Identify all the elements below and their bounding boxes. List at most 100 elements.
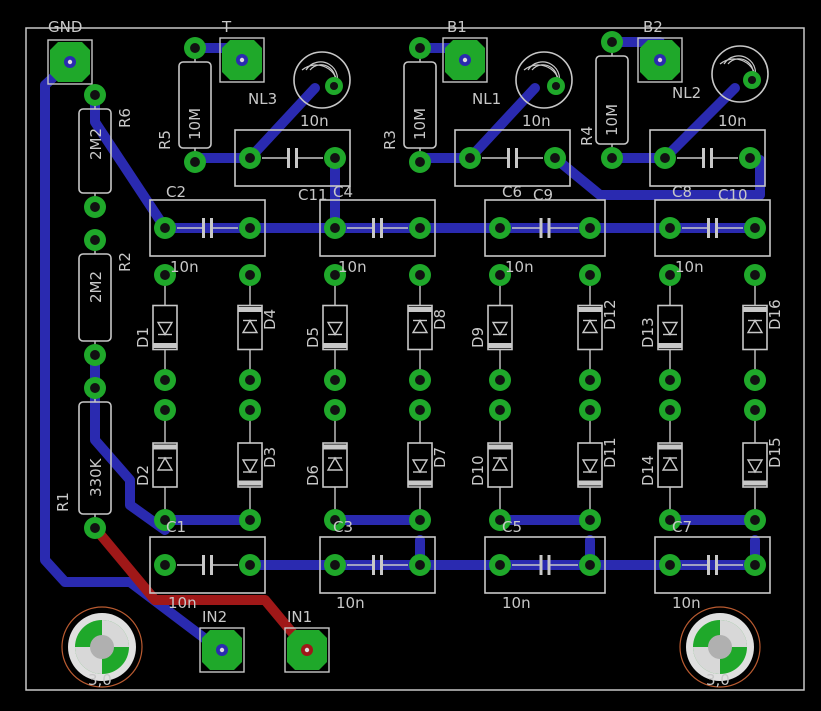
b1-pad-hole [462,57,468,63]
diode-body [152,442,178,488]
in2-pad-frame [199,627,245,673]
d1-label: D1 [134,327,152,348]
capacitor-pad-drill [745,153,755,163]
diode-pad-drill [330,270,340,280]
capacitor-pad-drill [330,153,340,163]
diode-d14 [657,399,683,531]
neon-lamp-nl1 [515,51,573,109]
c1-value: 10n [168,594,197,612]
diode-pad-drill [585,375,595,385]
r1-name: R1 [54,492,72,512]
diode-pad-drill [585,515,595,525]
d2-label: D2 [134,465,152,486]
r6-name: R6 [116,108,134,128]
diode-body [657,442,683,488]
b2-pad-frame [637,37,683,83]
board-outline [25,27,805,691]
c4-label: C4 [333,183,353,201]
c11-value: 10n [300,112,329,130]
gnd-label: GND [48,18,82,36]
resistor-r1 [78,377,112,539]
capacitor-body [649,129,766,187]
nl3-label: NL3 [248,90,277,108]
in2-label: IN2 [202,608,227,626]
resistor-pad-drill [190,43,200,53]
d14-label: D14 [639,455,657,486]
diode-pad-drill [415,515,425,525]
diode-pad-drill [750,515,760,525]
resistor-pad-drill [90,523,100,533]
c6-value: 10n [505,258,534,276]
capacitor-c7 [654,536,771,594]
lamp-pad-drill [551,81,561,91]
diode-pad-drill [750,270,760,280]
capacitor-pad-drill [495,223,505,233]
capacitor-body [484,536,606,594]
nl1-label: NL1 [472,90,501,108]
capacitor-pad-drill [665,560,675,570]
r4-name: R4 [578,126,596,146]
resistor-r5 [178,37,212,173]
r4-value: 10M [603,104,621,136]
diode-body [577,304,603,351]
d12-label: D12 [601,299,619,330]
diode-body [487,304,513,351]
d15-label: D15 [766,437,784,468]
lamp-pad-drill [329,81,339,91]
capacitor-pad-drill [465,153,475,163]
diode-pad-drill [665,515,675,525]
capacitor-pad-drill [245,223,255,233]
d16-label: D16 [766,299,784,330]
c2-label: C2 [166,183,186,201]
b1-label: B1 [447,18,467,36]
capacitor-body [149,199,266,257]
resistor-r6 [78,84,112,218]
d10-label: D10 [469,455,487,486]
hole-drill [708,635,732,659]
resistor-pad-drill [415,157,425,167]
capacitor-pad-drill [330,223,340,233]
capacitor-body [234,129,351,187]
diode-d6 [322,399,348,531]
gnd-pad-hole [67,59,73,65]
in1-pad-hole [304,647,310,653]
capacitor-c1 [149,536,266,594]
diode-body [407,304,433,351]
diode-pad-drill [415,405,425,415]
diode-pad-drill [160,270,170,280]
neon-lamp-nl2 [711,45,769,103]
resistor-pad-drill [415,43,425,53]
hole-left-label: 3,0 [88,671,112,689]
d7-label: D7 [431,447,449,468]
t-label: T [221,18,232,36]
resistor-pad-drill [607,37,617,47]
diode-body [577,442,603,488]
in1-label: IN1 [287,608,312,626]
r3-name: R3 [381,130,399,150]
diode-d10 [487,399,513,531]
c6-label: C6 [502,183,522,201]
diode-body [322,442,348,488]
diode-pad-drill [245,405,255,415]
capacitor-pad-drill [660,153,670,163]
capacitor-pad-drill [750,223,760,233]
r3-value: 10M [411,108,429,140]
diode-pad-drill [495,270,505,280]
capacitor-body [484,199,606,257]
c5-label: C5 [502,518,522,536]
d9-label: D9 [469,327,487,348]
d3-label: D3 [261,447,279,468]
b1-pad-frame [442,37,488,83]
diode-pad-drill [665,375,675,385]
mounting-hole-left [61,606,143,688]
r5-name: R5 [156,130,174,150]
capacitor-body [454,129,571,187]
diode-pad-drill [330,405,340,415]
capacitor-c6 [484,199,606,257]
d13-label: D13 [639,317,657,348]
c8-label: C8 [672,183,692,201]
c5-value: 10n [502,594,531,612]
t-pad-frame [219,37,265,83]
d6-label: D6 [304,465,322,486]
capacitor-body [149,536,266,594]
